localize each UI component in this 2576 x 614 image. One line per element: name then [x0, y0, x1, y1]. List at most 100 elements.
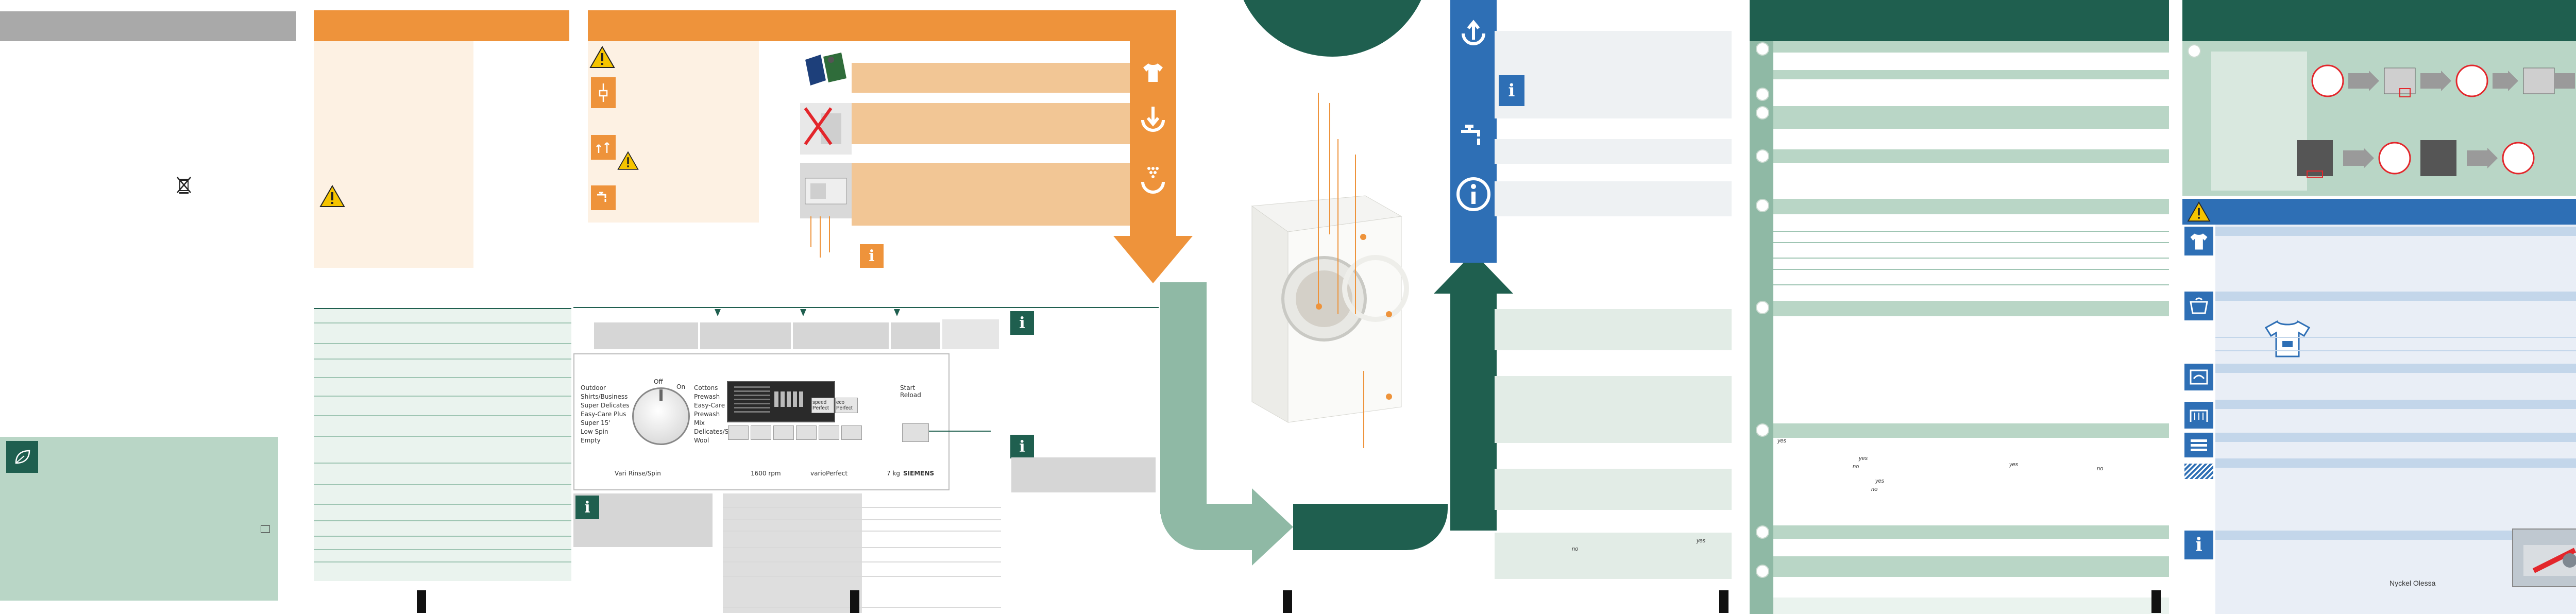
crop-mark	[417, 590, 426, 613]
decision-no: no	[1871, 486, 1878, 492]
start-reload-button[interactable]	[902, 423, 929, 442]
step-image-pockets	[800, 103, 852, 155]
crop-mark	[1719, 590, 1728, 613]
wash-basin-icon	[2184, 292, 2213, 320]
panel-1	[0, 0, 296, 614]
instructions-box	[588, 41, 759, 223]
crop-mark	[2151, 590, 2161, 613]
care-header-bar	[2182, 0, 2576, 41]
detergent-dots-icon	[1135, 161, 1171, 197]
filter-care-icon	[2184, 433, 2213, 457]
decision-no: no	[1572, 546, 1579, 552]
decision-no: no	[2097, 466, 2104, 472]
capacity-label: 7 kg	[887, 470, 901, 477]
upload-arrow-icon	[1455, 14, 1492, 50]
washing-symbol-icon	[261, 525, 270, 533]
dark-flow-arrow-horizontal	[1293, 504, 1448, 550]
eco-leaf-icon	[6, 441, 38, 473]
decision-yes: yes	[1697, 538, 1706, 544]
eco-perfect-label: eco Perfect	[836, 400, 853, 411]
panel-4	[1160, 0, 1448, 614]
programme-table	[314, 309, 571, 581]
orange-flow-arrow-head	[1113, 236, 1193, 283]
plug-icon	[591, 77, 616, 108]
programme-label: Shirts/Business	[581, 393, 628, 400]
programme-label: Outdoor	[581, 384, 606, 391]
option-button[interactable]	[819, 425, 839, 440]
water-tap-icon	[1455, 118, 1492, 155]
dark-flow-arrow-head	[1434, 252, 1513, 294]
transport-bolt-icon	[591, 135, 616, 160]
dark-flow-arrow-vertical	[1450, 288, 1497, 531]
tshirt-care-icon	[2184, 227, 2213, 255]
step-bar-1	[852, 63, 1130, 93]
programmes-right: Cottons Prewash Easy-Care Prewash Mix De…	[694, 384, 745, 446]
programme-label: Delicates/Silk	[694, 428, 736, 435]
info-icon: i	[1499, 75, 1524, 106]
decision-no: no	[1853, 464, 1859, 470]
eco-note-box	[0, 437, 278, 601]
info-icon: i	[1010, 311, 1034, 335]
crop-mark	[850, 590, 859, 613]
start-reload-label: Start Reload	[900, 384, 921, 399]
option-button[interactable]	[728, 425, 749, 440]
shirt-illustration	[2262, 318, 2313, 360]
programme-label: Low Spin	[581, 428, 608, 435]
decision-yes: yes	[1875, 478, 1885, 484]
tshirt-icon	[1138, 57, 1168, 88]
speed-perfect-button[interactable]	[811, 398, 834, 413]
option-button[interactable]	[796, 425, 817, 440]
warning-triangle-icon	[589, 45, 616, 69]
step-image-drawer	[800, 163, 852, 218]
speed-perfect-label: speed Perfect	[812, 400, 829, 411]
info-icon: i	[1010, 435, 1034, 458]
hatch-care-icon	[2184, 464, 2213, 479]
water-tap-icon	[591, 185, 616, 210]
drain-filter-photo	[2512, 528, 2576, 587]
info-gray-box	[1495, 31, 1732, 118]
option-button[interactable]	[841, 425, 862, 440]
programme-label: Cottons	[694, 384, 718, 391]
panel-5: i no yes	[1434, 0, 1736, 614]
step-bar-2	[852, 103, 1130, 144]
option-button[interactable]	[751, 425, 771, 440]
warning-triangle-icon	[617, 150, 639, 171]
download-arrow-icon	[1135, 101, 1171, 137]
panel-7: i Nyckel Olessa	[2169, 0, 2576, 614]
safety-box	[314, 41, 473, 268]
panel-1-header-bar	[0, 11, 296, 41]
step-bar-3	[852, 163, 1130, 226]
programme-label: Mix	[694, 419, 705, 427]
info-icon: i	[2184, 531, 2213, 559]
drawer-care-icon	[2184, 402, 2213, 429]
programme-label: Easy-Care	[694, 402, 725, 409]
programme-label: Wool	[694, 437, 709, 444]
warning-band	[2182, 199, 2576, 225]
green-flow-arrow-vertical	[1160, 282, 1207, 514]
top-half-circle	[1234, 0, 1430, 57]
step-image-sort	[800, 49, 852, 92]
warning-triangle-icon	[319, 184, 346, 208]
programme-label: Super 15'	[581, 419, 611, 427]
panel-top-rule	[573, 307, 1159, 308]
table-top-rule	[314, 308, 571, 310]
vari-rinse-label: Vari Rinse/Spin	[615, 470, 661, 477]
programmes-left: Outdoor Shirts/Business Super Delicates …	[581, 384, 632, 446]
crossed-bin-icon	[175, 175, 193, 196]
warning-triangle-icon	[2187, 201, 2211, 223]
knob-off-label: Off	[654, 378, 663, 385]
decision-yes: yes	[1777, 438, 1787, 444]
programme-label: Empty	[581, 437, 601, 444]
knob-on-label: On	[676, 383, 686, 390]
programme-label: Prewash	[694, 411, 720, 418]
eco-perfect-button[interactable]	[835, 398, 858, 413]
option-button[interactable]	[773, 425, 794, 440]
decision-yes: yes	[1859, 455, 1868, 462]
troubleshooting-header-bar	[1750, 0, 2169, 41]
drum-care-icon	[2184, 364, 2213, 390]
panel-2	[296, 0, 573, 614]
safety-header-bar	[314, 10, 569, 41]
decision-yes: yes	[2009, 462, 2019, 468]
vario-perfect-label: varioPerfect	[810, 470, 848, 477]
programme-label: Easy-Care Plus	[581, 411, 626, 418]
